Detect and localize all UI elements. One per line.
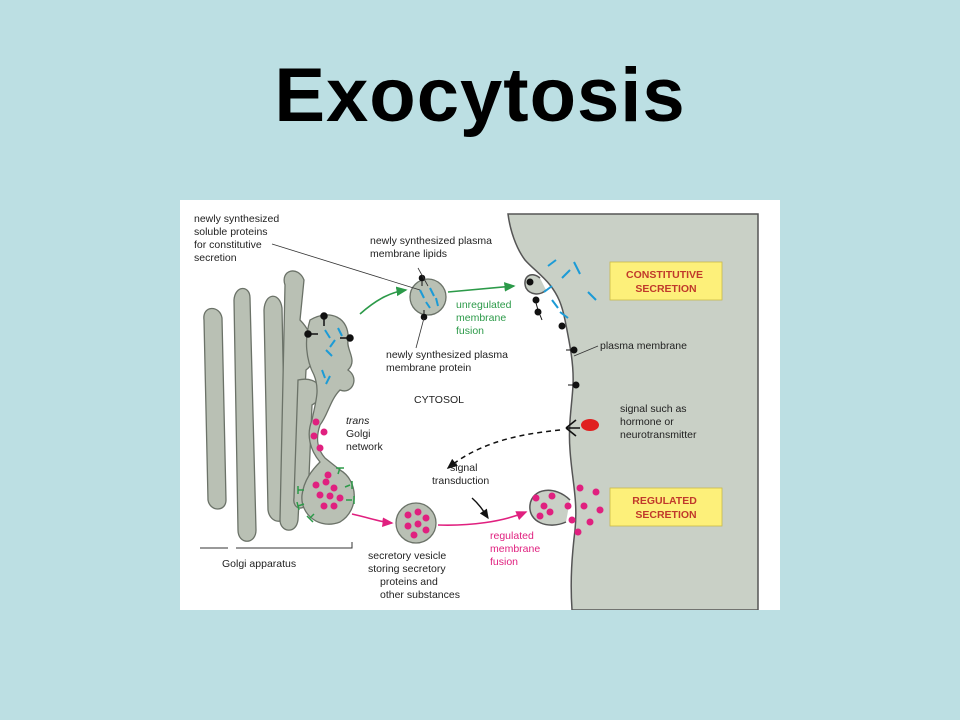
constitutive-secretion-box (609, 261, 723, 301)
plasma-membrane-proteins (526, 278, 580, 389)
label-membrane-protein: newly synthesized plasma membrane protei… (386, 349, 511, 374)
label-regulated-secretion: REGULATED SECRETION (632, 495, 699, 521)
label-signal-transduction: signal transduction (432, 462, 489, 487)
label-secretory-vesicle: secretory vesicle storing secretory prot… (368, 550, 460, 601)
label-signal: signal such as hormone or neurotransmitt… (620, 403, 697, 441)
tgn-membrane-proteins (304, 312, 354, 342)
label-plasma-membrane: plasma membrane (600, 340, 687, 352)
label-membrane-lipids: newly synthesized plasma membrane lipids (370, 235, 495, 260)
leader-lines (271, 243, 599, 357)
label-constitutive-secretion: CONSTITUTIVE SECRETION (626, 269, 706, 295)
vesicle-membrane-protein (418, 274, 428, 321)
arrow-regulated-fusion (437, 511, 528, 526)
receptor (565, 419, 580, 437)
trans-golgi-network (301, 314, 355, 525)
regulated-secretion-box (609, 487, 723, 527)
arrow-unregulated-fusion (447, 282, 516, 293)
arrow-transduction-to-fusion (471, 497, 489, 520)
arrow-signal-transduction (446, 429, 561, 469)
label-regulated-fusion: regulated membrane fusion (490, 530, 543, 568)
released-blue-proteins (543, 259, 597, 319)
vesicle-blue-proteins (419, 287, 439, 309)
diagram-svg: newly synthesized soluble proteins for c… (194, 213, 759, 610)
label-cytosol: CYTOSOL (414, 394, 464, 406)
label-unregulated-fusion: unregulated membrane fusion (456, 299, 514, 337)
slide-title: Exocytosis (274, 53, 686, 138)
coat-proteins (296, 467, 355, 523)
label-golgi-apparatus: Golgi apparatus (222, 558, 296, 570)
released-secretory-cargo (532, 484, 604, 536)
label-trans-golgi: trans Golgi network (346, 415, 384, 453)
signal-molecule (581, 419, 599, 431)
arrow-to-constitutive-vesicle (359, 286, 408, 315)
arrow-to-secretory-vesicle (351, 513, 394, 527)
secretory-vesicle-cargo (404, 508, 430, 539)
tgn-secretory-cargo (310, 418, 344, 510)
golgi-bracket (200, 542, 353, 549)
label-soluble-proteins: newly synthesized soluble proteins for c… (194, 213, 282, 264)
tgn-blue-proteins (321, 327, 343, 385)
exocytosis-diagram: newly synthesized soluble proteins for c… (180, 200, 780, 610)
constitutive-vesicle (409, 278, 447, 316)
